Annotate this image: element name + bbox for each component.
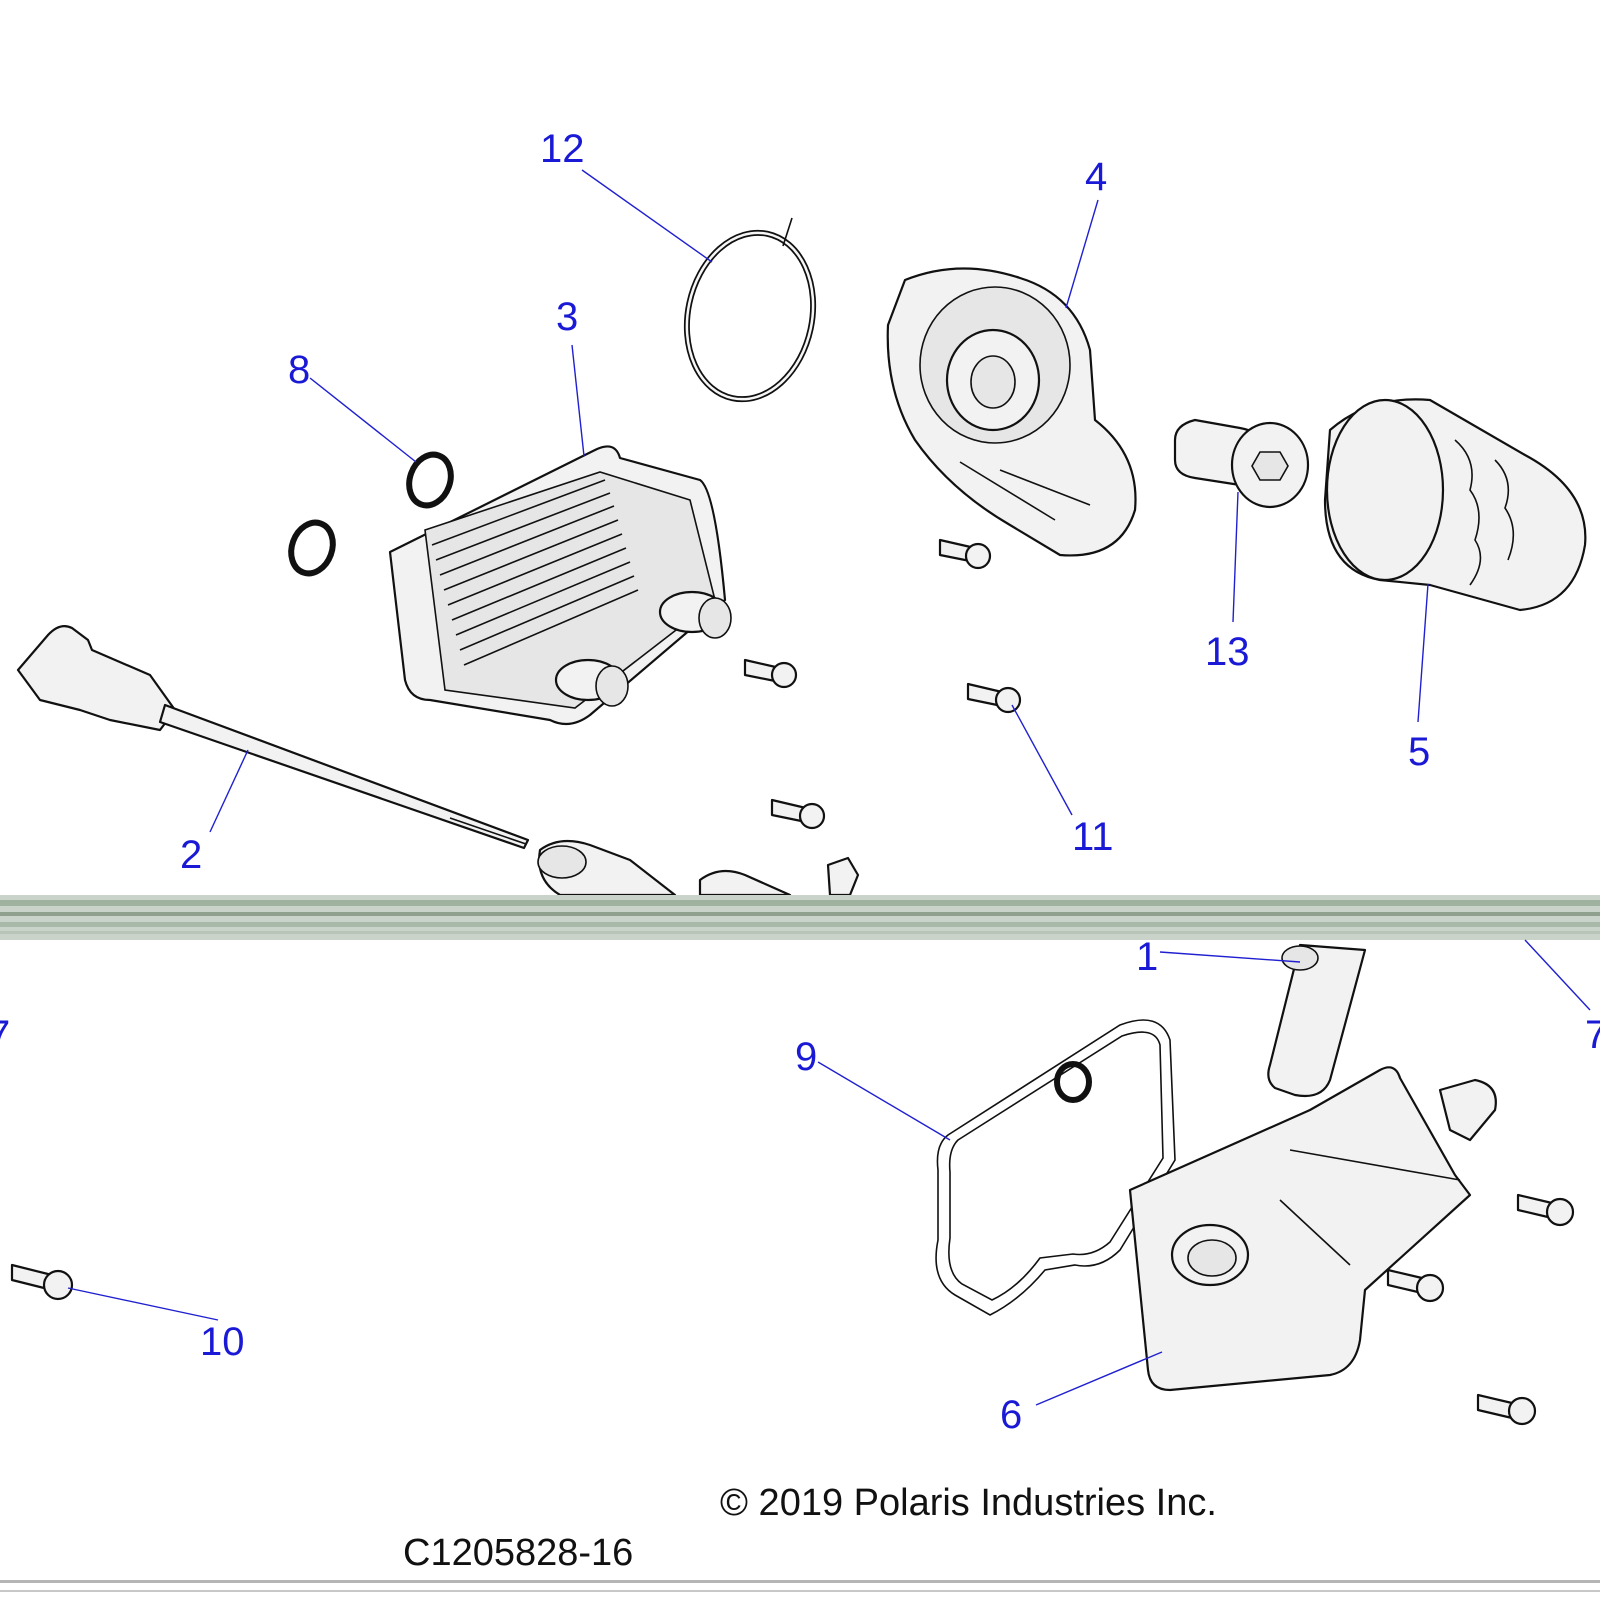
callout-9: 9 <box>795 1035 817 1079</box>
leader-2 <box>209 749 249 833</box>
callout-8: 8 <box>288 348 310 392</box>
bolt <box>770 798 826 830</box>
callout-7-left: 7 <box>0 1013 10 1057</box>
bolt <box>1516 1193 1575 1227</box>
part-4-housing <box>886 267 1137 557</box>
leader-9 <box>817 1061 951 1141</box>
callout-13: 13 <box>1205 630 1250 674</box>
bolt <box>10 1263 74 1301</box>
leader-12 <box>581 169 713 263</box>
part-6-cover <box>1128 1066 1497 1392</box>
part-1-tube <box>1267 943 1367 1098</box>
callout-1: 1 <box>1136 935 1158 979</box>
leader-11 <box>1011 704 1073 816</box>
bolt <box>1476 1393 1537 1426</box>
part-number: C1205828-16 <box>403 1532 633 1574</box>
leader-7b <box>1524 939 1591 1011</box>
part-5-oil-filter <box>1323 398 1587 612</box>
bolt <box>938 538 992 570</box>
partial-parts-at-band <box>537 839 860 897</box>
part-13-fitting <box>1173 418 1310 509</box>
leader-4 <box>1065 199 1099 309</box>
leader-lines <box>67 169 1591 1406</box>
bolt <box>1386 1268 1445 1303</box>
callout-2: 2 <box>180 833 202 877</box>
cooler-plates <box>431 479 639 666</box>
leader-10 <box>67 1287 219 1321</box>
scan-noise-bottom <box>0 1580 1600 1592</box>
copyright-text: © 2019 Polaris Industries Inc. <box>720 1482 1217 1524</box>
scan-noise-band <box>0 895 1600 940</box>
leader-1 <box>1159 951 1301 963</box>
callout-5: 5 <box>1408 730 1430 774</box>
callout-4: 4 <box>1085 155 1107 199</box>
leader-5 <box>1417 583 1429 723</box>
part-2-dipstick <box>16 625 530 850</box>
callout-6: 6 <box>1000 1393 1022 1437</box>
callout-3: 3 <box>556 295 578 339</box>
callout-11: 11 <box>1072 815 1114 859</box>
leader-13 <box>1232 491 1239 623</box>
bolt <box>966 682 1022 714</box>
part-12-seal-ring <box>683 217 817 403</box>
part-9-gasket <box>935 1019 1176 1316</box>
leader-3 <box>571 344 585 457</box>
callout-12: 12 <box>540 127 585 171</box>
leader-8 <box>309 377 417 463</box>
bolts-upper <box>743 538 1022 830</box>
leader-6 <box>1035 1351 1163 1406</box>
callout-10: 10 <box>200 1320 245 1364</box>
part-8-o-rings <box>288 451 454 577</box>
part-3-oil-cooler <box>388 445 732 726</box>
callout-labels: 12 4 3 8 13 5 11 2 1 7 7 9 10 6 <box>0 127 1600 1437</box>
bolts-lower <box>10 1193 1575 1426</box>
bolt <box>743 658 798 689</box>
callout-7-right: 7 <box>1585 1013 1600 1057</box>
